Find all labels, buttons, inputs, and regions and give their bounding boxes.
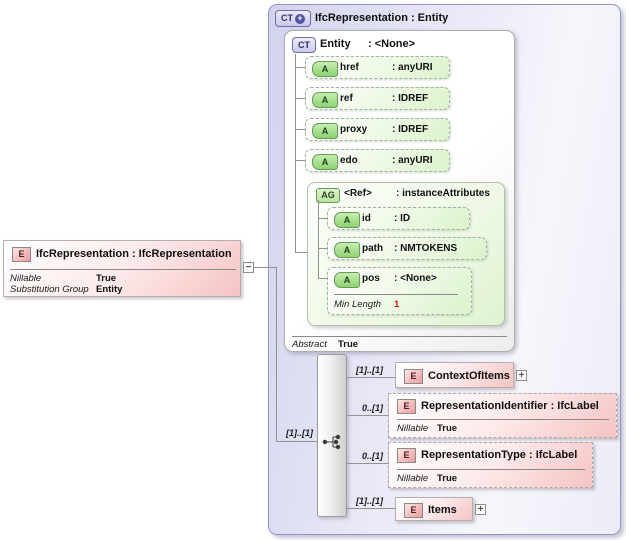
connector-line [295,67,305,68]
root-element-box[interactable]: E IfcRepresentation : IfcRepresentation … [3,240,241,297]
property-value: True [96,273,117,284]
property-value: True [437,473,458,484]
connector-line [318,200,319,278]
child-cardinality: [1]..[1] [356,365,383,375]
element-title: RepresentationType : IfcLabel [421,449,578,461]
attribute-badge: A [312,61,338,77]
connector-line [347,508,395,509]
attribute-type: : IDREF [392,93,429,104]
attribute-box-id[interactable]: A id : ID [327,207,470,230]
attribute-type: : NMTOKENS [394,243,458,254]
connector-line [347,377,395,378]
divider [292,336,507,337]
attribute-name: ref [340,93,353,104]
attribute-box-edo[interactable]: A edo : anyURI [305,149,450,172]
element-title: Items [428,504,457,516]
divider [10,269,236,270]
attribute-name: pos [362,273,380,284]
element-badge: E [404,369,423,384]
connector-line [318,218,327,219]
attribute-name: edo [340,155,358,166]
attribute-type: : anyURI [392,155,433,166]
connector-line [318,278,327,279]
property-value: True [338,339,359,350]
attribute-name: proxy [340,124,368,135]
sequence-icon [322,434,341,450]
root-element-title: IfcRepresentation : IfcRepresentation [36,248,232,260]
connector-line [276,267,277,441]
element-title: RepresentationIdentifier : IfcLabel [421,400,599,412]
expand-plus-box[interactable]: + [475,504,486,515]
connector-line [347,415,388,416]
attribute-box-proxy[interactable]: A proxy : IDREF [305,118,450,141]
connector-line [295,160,305,161]
attribute-badge: A [334,272,360,288]
property-label: Nillable [10,273,42,284]
property-label: Nillable [397,423,429,434]
connector-line [295,98,305,99]
attribute-type: : <None> [394,273,437,284]
divider [397,419,609,420]
extension-plus-icon: + [295,13,305,24]
base-type-kind: : <None> [368,38,416,50]
base-type-name: Entity [320,38,351,50]
connector-line [276,441,317,442]
attribute-group-type: : instanceAttributes [396,188,490,199]
element-title: ContextOfItems [428,370,510,382]
expand-plus-box[interactable]: + [516,370,527,381]
collapse-minus-box[interactable]: − [243,262,254,273]
attribute-type: : anyURI [392,62,433,73]
complex-type-title: IfcRepresentation : Entity [315,12,449,24]
child-cardinality: 0..[1] [362,403,384,413]
complex-type-badge-label: CT [281,13,293,23]
base-type-badge: CT [292,37,316,53]
property-label: Abstract [292,339,327,350]
element-badge: E [404,503,423,518]
sequence-compositor[interactable] [317,354,347,517]
property-value: Entity [96,284,123,295]
attribute-badge: A [312,92,338,108]
property-label: Substitution Group [10,284,89,295]
sequence-cardinality: [1]..[1] [286,428,313,438]
attribute-box-href[interactable]: A href : anyURI [305,56,450,79]
attribute-box-pos[interactable]: A pos : <None> Min Length 1 [327,267,472,315]
element-box-representationidentifier[interactable]: E RepresentationIdentifier : IfcLabel Ni… [388,393,617,438]
attribute-name: path [362,243,384,254]
attribute-name: href [340,62,359,73]
attribute-badge: A [312,123,338,139]
facet-label: Min Length [334,299,382,310]
attribute-badge: A [334,212,360,228]
element-badge: E [397,448,416,463]
connector-line [347,463,388,464]
connector-line [254,267,276,268]
attribute-type: : IDREF [392,124,429,135]
attribute-box-ref[interactable]: A ref : IDREF [305,87,450,110]
attribute-group-name: <Ref> [344,188,372,199]
child-cardinality: 0..[1] [362,451,384,461]
property-label: Nillable [397,473,429,484]
element-box-representationtype[interactable]: E RepresentationType : IfcLabel Nillable… [388,442,593,488]
element-box-contextofitems[interactable]: E ContextOfItems [395,362,514,388]
attribute-badge: A [334,242,360,258]
connector-line [295,54,296,252]
connector-line [295,252,307,253]
child-cardinality: [1]..[1] [356,496,383,506]
property-value: True [437,423,458,434]
attribute-group-badge: AG [316,188,340,203]
divider [334,294,458,295]
attribute-name: id [362,213,371,224]
attribute-type: : ID [394,213,411,224]
divider [397,469,585,470]
element-badge: E [397,399,416,414]
connector-line [295,129,305,130]
element-box-items[interactable]: E Items [395,497,473,521]
attribute-badge: A [312,154,338,170]
element-badge: E [12,247,31,262]
attribute-box-path[interactable]: A path : NMTOKENS [327,237,487,260]
connector-line [318,248,327,249]
complex-type-badge: CT+ [275,10,311,27]
facet-value: 1 [394,299,400,310]
